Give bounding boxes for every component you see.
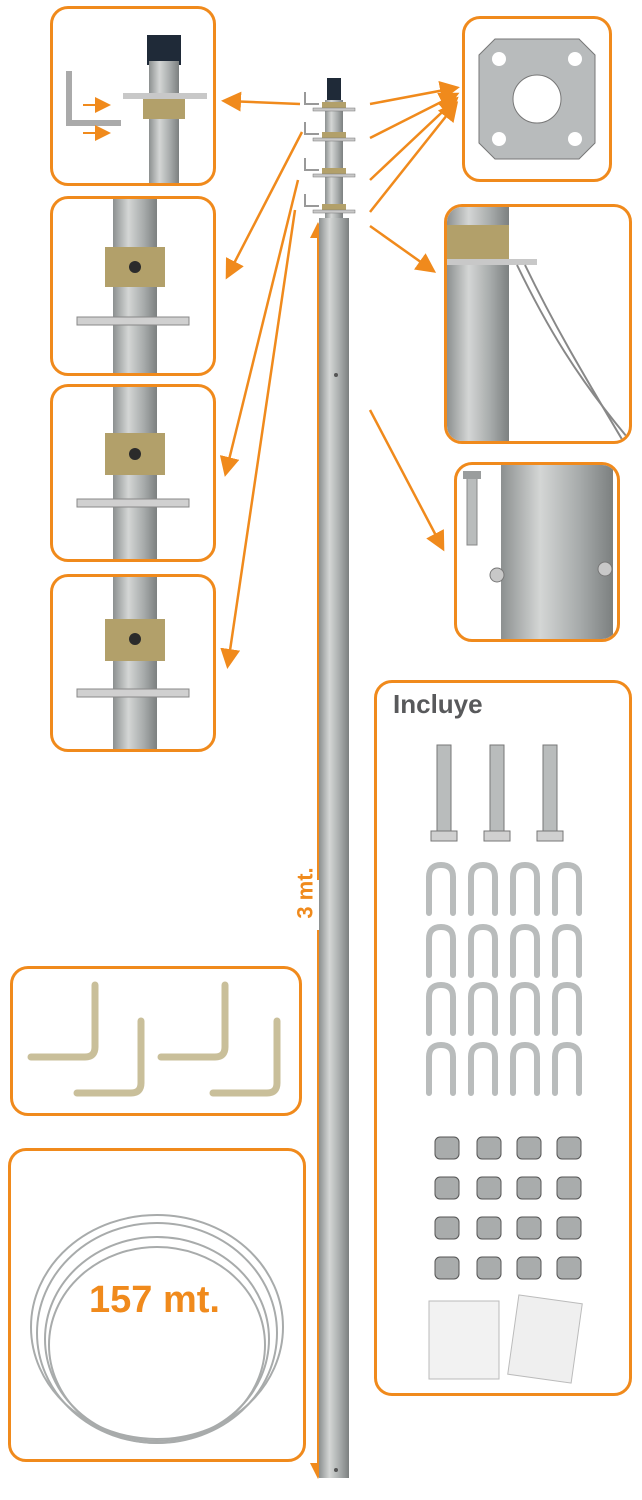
- l-hooks-panel: [10, 966, 302, 1116]
- includes-panel: Incluye: [374, 680, 632, 1396]
- detail-collar-3: [50, 384, 216, 562]
- includes-title: Incluye: [393, 689, 483, 719]
- mount-plate-detail: [462, 16, 612, 182]
- height-label: 3 mt.: [292, 867, 318, 919]
- detail-collar-2: [50, 196, 216, 376]
- cable-length-label: 157 mt.: [89, 1279, 220, 1321]
- guy-wire-detail: [444, 204, 632, 444]
- telescopic-mast: [304, 78, 356, 1478]
- detail-collar-4: [50, 574, 216, 752]
- cable-coil-panel: 157 mt.: [8, 1148, 306, 1462]
- detail-top-collar: [50, 6, 216, 186]
- bolt-detail: [454, 462, 620, 642]
